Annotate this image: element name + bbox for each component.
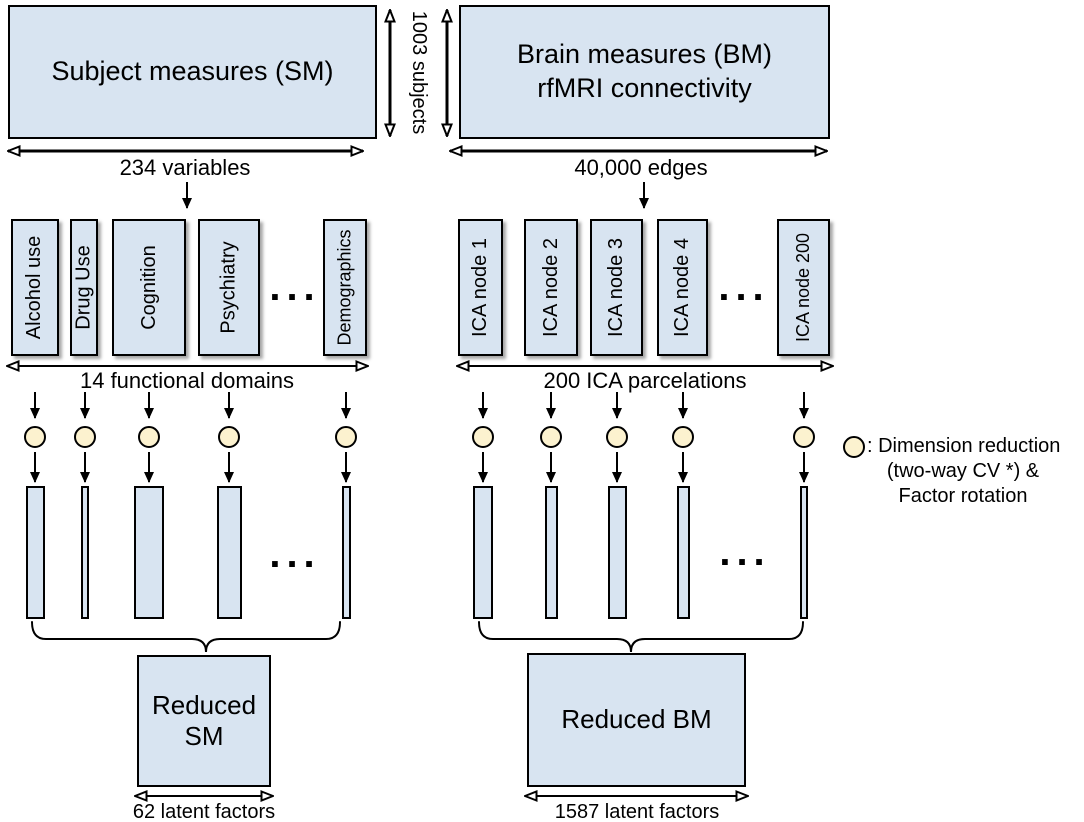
bm-edges-label: 40,000 edges bbox=[574, 155, 708, 180]
ica-label-node-3: ICA node 3 bbox=[605, 238, 627, 337]
bm-col5-dimension-reduction-circle bbox=[793, 426, 815, 448]
bm-reduced-bar-5 bbox=[800, 486, 808, 619]
sm-reduced-bar-2 bbox=[81, 486, 89, 619]
domain-label-cognition: Cognition bbox=[137, 245, 160, 330]
domain-box-psychiatry: Psychiatry bbox=[198, 219, 260, 356]
bm-reduced-bar-2 bbox=[545, 486, 558, 619]
reduced-sm-title-line1: Reduced bbox=[151, 689, 257, 720]
sm-col5-dimension-reduction-circle bbox=[335, 426, 357, 448]
subjects-count-label: 1003 subjects bbox=[408, 10, 431, 134]
sm-reduced-bar-3 bbox=[134, 486, 164, 619]
functional-domains-label: 14 functional domains bbox=[79, 368, 295, 393]
domain-box-demographics: Demographics bbox=[323, 219, 367, 356]
reduced-bm-box: Reduced BM bbox=[527, 653, 746, 787]
legend-line3-text: Factor rotation bbox=[898, 485, 1028, 507]
sm-matrix-title: Subject measures (SM) bbox=[51, 56, 334, 87]
sm-col1-dimension-reduction-circle bbox=[24, 426, 46, 448]
reduced-sm-title-line2: SM bbox=[184, 721, 224, 751]
sm-reduced-bar-5 bbox=[342, 486, 351, 619]
reduced-sm-box: Reduced SM bbox=[137, 655, 271, 787]
ica-label-node-1: ICA node 1 bbox=[469, 238, 491, 337]
legend-line2-text: (two-way CV *) & bbox=[886, 460, 1040, 482]
reduced-bm-title: Reduced BM bbox=[561, 704, 712, 735]
ica-box-node-200: ICA node 200 bbox=[777, 219, 830, 356]
bm-reduced-bar-1 bbox=[473, 486, 493, 619]
domain-label-psychiatry: Psychiatry bbox=[217, 241, 240, 334]
bm-matrix-title-line2: rfMRI connectivity bbox=[537, 73, 752, 103]
ica-box-node-1: ICA node 1 bbox=[458, 219, 503, 356]
ica-box-node-4: ICA node 4 bbox=[657, 219, 708, 356]
sm-reduced-bar-4 bbox=[217, 486, 242, 619]
dimension-reduction-legend-icon bbox=[843, 435, 865, 458]
ica-parcelations-label: 200 ICA parcelations bbox=[543, 368, 747, 393]
domains-ellipsis-dots: ... bbox=[269, 265, 321, 309]
bm-col1-dimension-reduction-circle bbox=[472, 426, 494, 448]
sm-gather-brace bbox=[31, 621, 341, 653]
bm-matrix-title-line1: Brain measures (BM) bbox=[516, 39, 773, 70]
bm-col2-dimension-reduction-circle bbox=[540, 426, 562, 448]
bm-matrix-box: Brain measures (BM) rfMRI connectivity bbox=[459, 5, 830, 139]
sm-bars-ellipsis-dots: ... bbox=[269, 532, 321, 576]
domain-label-drug-use: Drug Use bbox=[72, 245, 95, 330]
sm-reduced-bar-1 bbox=[26, 486, 45, 619]
domain-box-drug-use: Drug Use bbox=[70, 219, 98, 356]
ica-label-node-200: ICA node 200 bbox=[793, 232, 813, 343]
sm-matrix-box: Subject measures (SM) bbox=[8, 5, 377, 139]
ica-label-node-2: ICA node 2 bbox=[539, 238, 562, 337]
bm-reduced-bar-3 bbox=[608, 486, 627, 619]
legend-row1: : Dimension reduction bbox=[843, 434, 1083, 459]
bm-col3-dimension-reduction-circle bbox=[606, 426, 628, 448]
sm-col4-dimension-reduction-circle bbox=[218, 426, 240, 448]
domain-label-demographics: Demographics bbox=[334, 229, 355, 346]
sm-variables-label: 234 variables bbox=[119, 155, 251, 180]
legend: : Dimension reduction (two-way CV *) & F… bbox=[843, 434, 1083, 509]
domain-box-alcohol-use: Alcohol use bbox=[11, 219, 59, 356]
sm-col3-dimension-reduction-circle bbox=[138, 426, 160, 448]
bm-gather-brace bbox=[478, 621, 804, 653]
bm-reduced-bar-4 bbox=[677, 486, 690, 619]
bm-bars-ellipsis-dots: ... bbox=[719, 530, 771, 574]
ica-label-node-4: ICA node 4 bbox=[671, 238, 693, 337]
legend-line1-text: : Dimension reduction bbox=[867, 435, 1061, 457]
sm-col2-dimension-reduction-circle bbox=[74, 426, 96, 448]
bm-col4-dimension-reduction-circle bbox=[672, 426, 694, 448]
ica-box-node-2: ICA node 2 bbox=[524, 219, 578, 356]
ica-ellipsis-dots: ... bbox=[718, 265, 770, 309]
sm-latent-factors-label: 62 latent factors bbox=[132, 801, 276, 822]
subjects-count-label-wrap: 1003 subjects bbox=[394, 6, 444, 138]
bm-latent-factors-label: 1587 latent factors bbox=[554, 801, 720, 822]
ica-box-node-3: ICA node 3 bbox=[590, 219, 643, 356]
domain-box-cognition: Cognition bbox=[112, 219, 186, 356]
domain-label-alcohol-use: Alcohol use bbox=[23, 235, 46, 340]
